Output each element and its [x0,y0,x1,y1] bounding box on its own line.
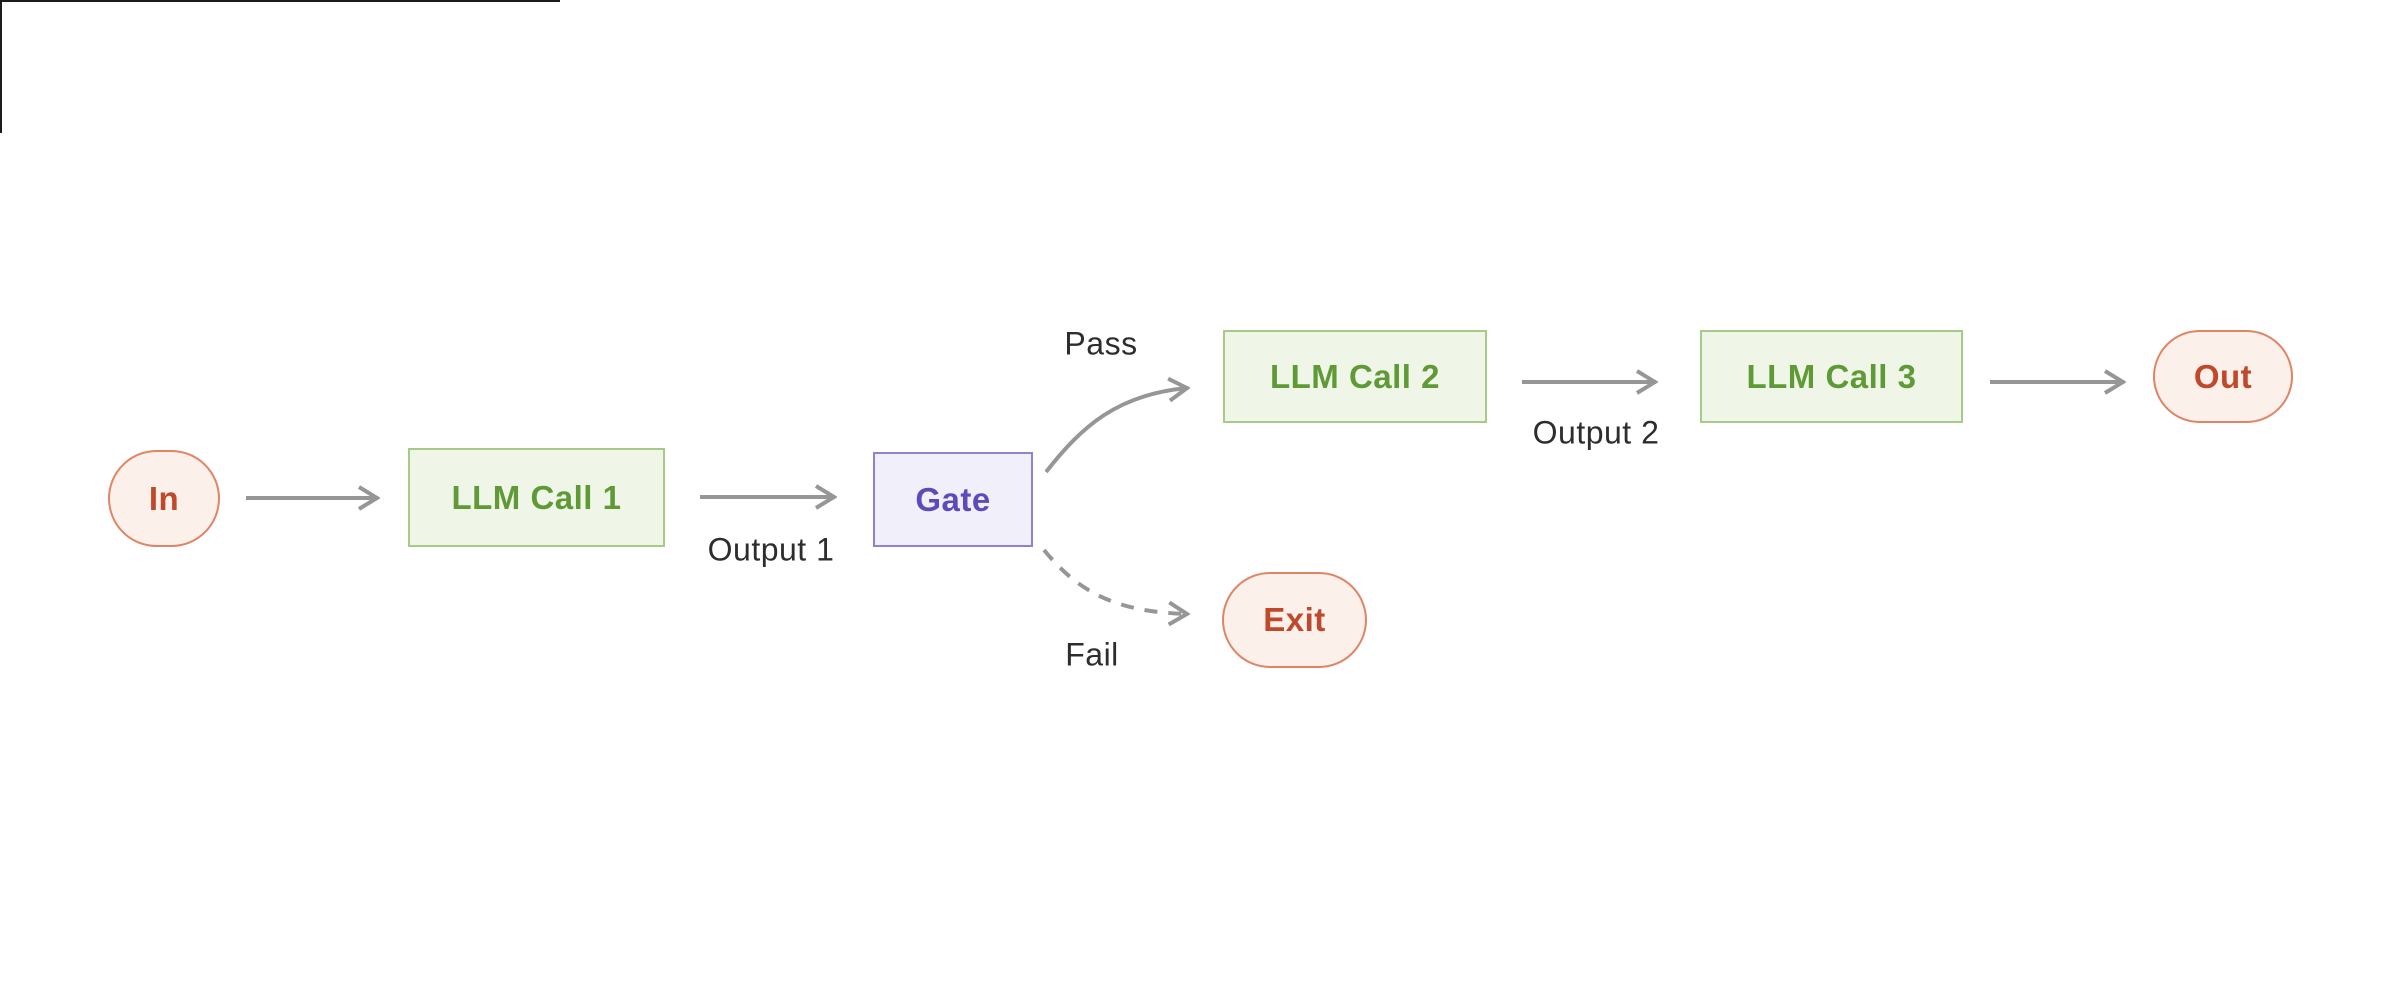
node-out: Out [2153,330,2293,423]
frame-border-top [0,0,560,2]
node-llm-call-1-label: LLM Call 1 [451,478,622,516]
edge-label-pass: Pass [1064,325,1138,362]
node-exit-label: Exit [1263,601,1326,638]
node-exit: Exit [1222,572,1367,668]
node-llm-call-3-label: LLM Call 3 [1746,357,1917,395]
node-out-label: Out [2193,357,2253,395]
frame-border-left [0,0,2,133]
node-gate: Gate [873,452,1033,547]
node-in: In [108,450,220,547]
edge-gate-to-exit-fail [1042,548,1188,614]
node-llm-call-3: LLM Call 3 [1700,330,1963,423]
node-llm-call-1: LLM Call 1 [408,448,665,547]
node-llm-call-2: LLM Call 2 [1223,330,1487,423]
edge-gate-to-llm2-pass [1044,388,1188,474]
edge-label-output-1: Output 1 [707,531,835,568]
edge-label-fail: Fail [1065,636,1119,673]
node-llm-call-2-label: LLM Call 2 [1269,357,1441,395]
edge-label-output-2: Output 2 [1532,414,1660,451]
node-in-label: In [148,479,180,517]
node-gate-label: Gate [915,480,991,518]
